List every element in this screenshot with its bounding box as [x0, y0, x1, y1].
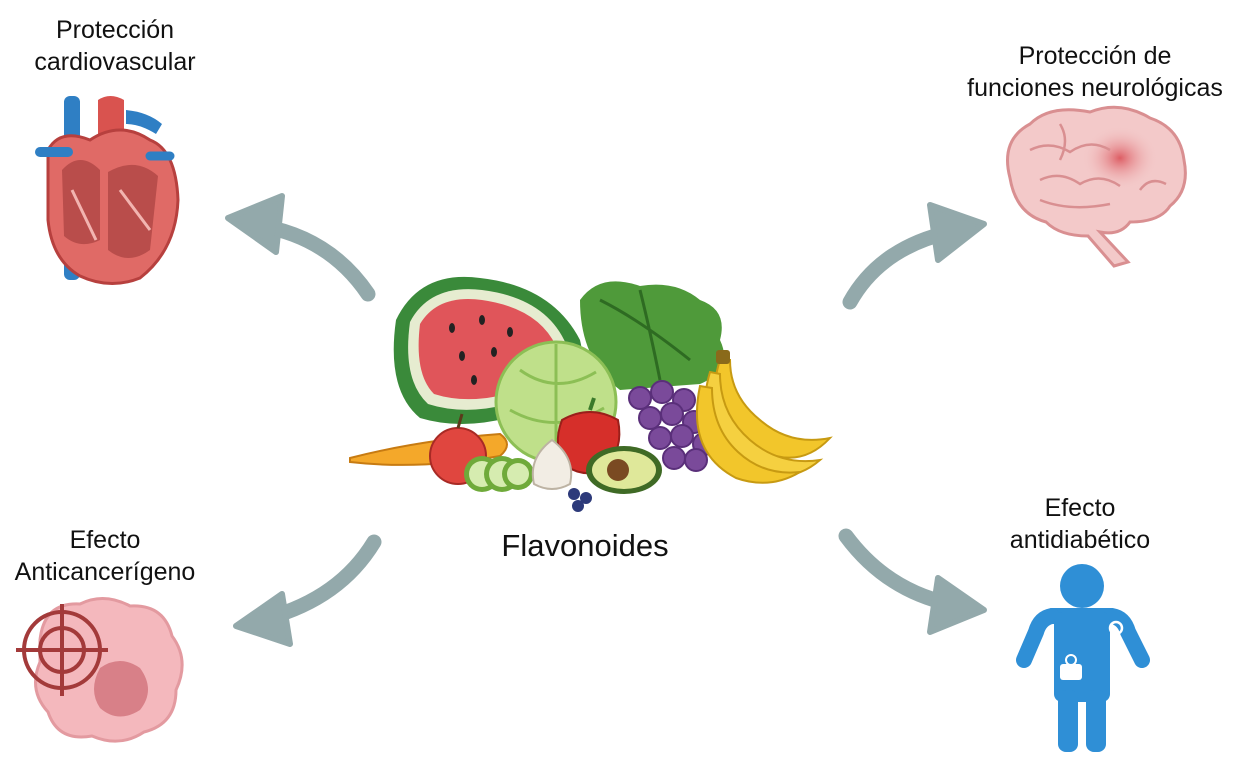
blueberries-icon — [568, 488, 592, 512]
garlic-icon — [531, 438, 573, 490]
label-neurological: Protección de funciones neurológicas — [940, 40, 1248, 104]
cucumber-icon — [464, 456, 534, 492]
label-anticancer-line2: Anticancerígeno — [14, 558, 196, 586]
label-cardiovascular: Protección cardiovascular — [5, 14, 225, 78]
bananas-icon — [696, 350, 833, 484]
label-antidiabetic-line2: antidiabético — [1009, 526, 1151, 554]
arrow-to-antidiabetic — [838, 528, 987, 635]
label-anticancer-line1: Efecto — [69, 526, 141, 554]
leafy-greens-icon — [580, 281, 725, 390]
label-cardiovascular-line2: cardiovascular — [34, 48, 196, 76]
brain-icon — [1006, 105, 1187, 268]
center-label: Flavonoides — [501, 528, 669, 563]
arrow-to-cardiovascular — [225, 193, 376, 302]
arrow-to-neurological — [842, 202, 987, 310]
arrow-to-anticancer — [233, 534, 382, 647]
cancer-cell-target-icon — [16, 597, 184, 743]
food-cluster-icon — [349, 276, 833, 512]
label-neurological-line2: funciones neurológicas — [967, 74, 1223, 102]
label-anticancer: Efecto Anticancerígeno — [0, 524, 210, 588]
label-antidiabetic-line1: Efecto — [1044, 494, 1116, 522]
person-glucose-monitor-icon — [1016, 564, 1150, 752]
label-neurological-line1: Protección de — [1018, 42, 1172, 70]
label-antidiabetic: Efecto antidiabético — [975, 492, 1185, 556]
label-cardiovascular-line1: Protección — [55, 16, 175, 44]
heart-icon — [35, 96, 180, 285]
avocado-icon — [586, 446, 662, 494]
